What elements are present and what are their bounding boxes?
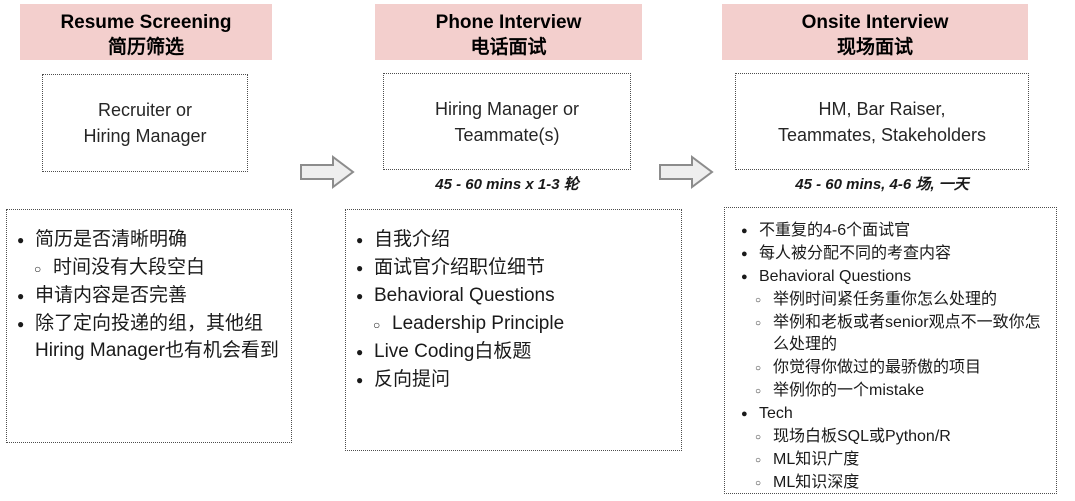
list-item: 申请内容是否完善: [13, 282, 285, 310]
stage-title-cn-resume-screening: 简历筛选: [107, 37, 184, 58]
list-item: 除了定向投递的组，其他组Hiring Manager也有机会看到: [13, 310, 285, 364]
duration-phone-interview: 45 - 60 mins x 1-3 轮: [435, 176, 579, 193]
stage-title-en-phone-interview: Phone Interview: [435, 12, 582, 33]
detail-box-onsite-interview: 不重复的4-6个面试官 每人被分配不同的考查内容 Behavioral Ques…: [724, 207, 1057, 494]
stage-title-en-onsite-interview: Onsite Interview: [801, 12, 949, 33]
list-item: 现场白板SQL或Python/R: [733, 426, 1052, 449]
detail-box-phone-interview: 自我介绍 面试官介绍职位细节 Behavioral Questions Lead…: [345, 209, 682, 451]
stage-header-resume-screening: Resume Screening 简历筛选: [20, 4, 272, 60]
list-item: 举例时间紧任务重你怎么处理的: [733, 289, 1052, 312]
list-item: ML知识深度: [733, 472, 1052, 493]
stage-title-en-resume-screening: Resume Screening: [60, 12, 232, 33]
role-line-2-onsite-interview: Teammates, Stakeholders: [777, 124, 987, 145]
list-item: Tech: [733, 403, 1052, 425]
role-box-onsite-interview: HM, Bar Raiser, Teammates, Stakeholders: [735, 73, 1029, 170]
list-item: Leadership Principle: [352, 310, 675, 339]
list-item: 不重复的4-6个面试官: [733, 220, 1052, 242]
list-item: Behavioral Questions: [733, 266, 1052, 288]
list-item: 举例和老板或者senior观点不一致你怎么处理的: [733, 312, 1052, 356]
stage-title-cn-onsite-interview: 现场面试: [836, 37, 913, 58]
flow-arrow-right-icon-1: [299, 155, 355, 189]
list-item: 简历是否清晰明确: [13, 226, 285, 254]
list-item: ML知识广度: [733, 449, 1052, 472]
list-item: 每人被分配不同的考查内容: [733, 243, 1052, 265]
role-line-1-resume-screening: Recruiter or: [97, 100, 193, 120]
duration-onsite-interview: 45 - 60 mins, 4-6 场, 一天: [795, 176, 969, 193]
detail-list-resume-screening: 简历是否清晰明确 时间没有大段空白 申请内容是否完善 除了定向投递的组，其他组H…: [7, 210, 291, 364]
detail-list-onsite-interview: 不重复的4-6个面试官 每人被分配不同的考查内容 Behavioral Ques…: [725, 208, 1056, 493]
role-line-1-phone-interview: Hiring Manager or: [434, 98, 580, 119]
list-item: Live Coding白板题: [352, 338, 675, 366]
list-item: 你觉得你做过的最骄傲的项目: [733, 357, 1052, 380]
list-item: 自我介绍: [352, 226, 675, 254]
role-line-2-resume-screening: Hiring Manager: [83, 126, 207, 146]
role-line-2-phone-interview: Teammate(s): [454, 124, 560, 145]
list-item: 反向提问: [352, 366, 675, 394]
stage-title-cn-phone-interview: 电话面试: [470, 37, 547, 58]
list-item: 面试官介绍职位细节: [352, 254, 675, 282]
stage-header-phone-interview: Phone Interview 电话面试: [375, 4, 642, 60]
role-line-1-onsite-interview: HM, Bar Raiser,: [818, 98, 946, 119]
list-item: 时间没有大段空白: [13, 254, 285, 283]
detail-box-resume-screening: 简历是否清晰明确 时间没有大段空白 申请内容是否完善 除了定向投递的组，其他组H…: [6, 209, 292, 443]
flow-arrow-right-icon-2: [658, 155, 714, 189]
list-item: Behavioral Questions: [352, 282, 675, 310]
role-box-phone-interview: Hiring Manager or Teammate(s): [383, 73, 631, 170]
role-box-resume-screening: Recruiter or Hiring Manager: [42, 74, 248, 172]
detail-list-phone-interview: 自我介绍 面试官介绍职位细节 Behavioral Questions Lead…: [346, 210, 681, 394]
list-item: 举例你的一个mistake: [733, 380, 1052, 403]
stage-header-onsite-interview: Onsite Interview 现场面试: [722, 4, 1028, 60]
